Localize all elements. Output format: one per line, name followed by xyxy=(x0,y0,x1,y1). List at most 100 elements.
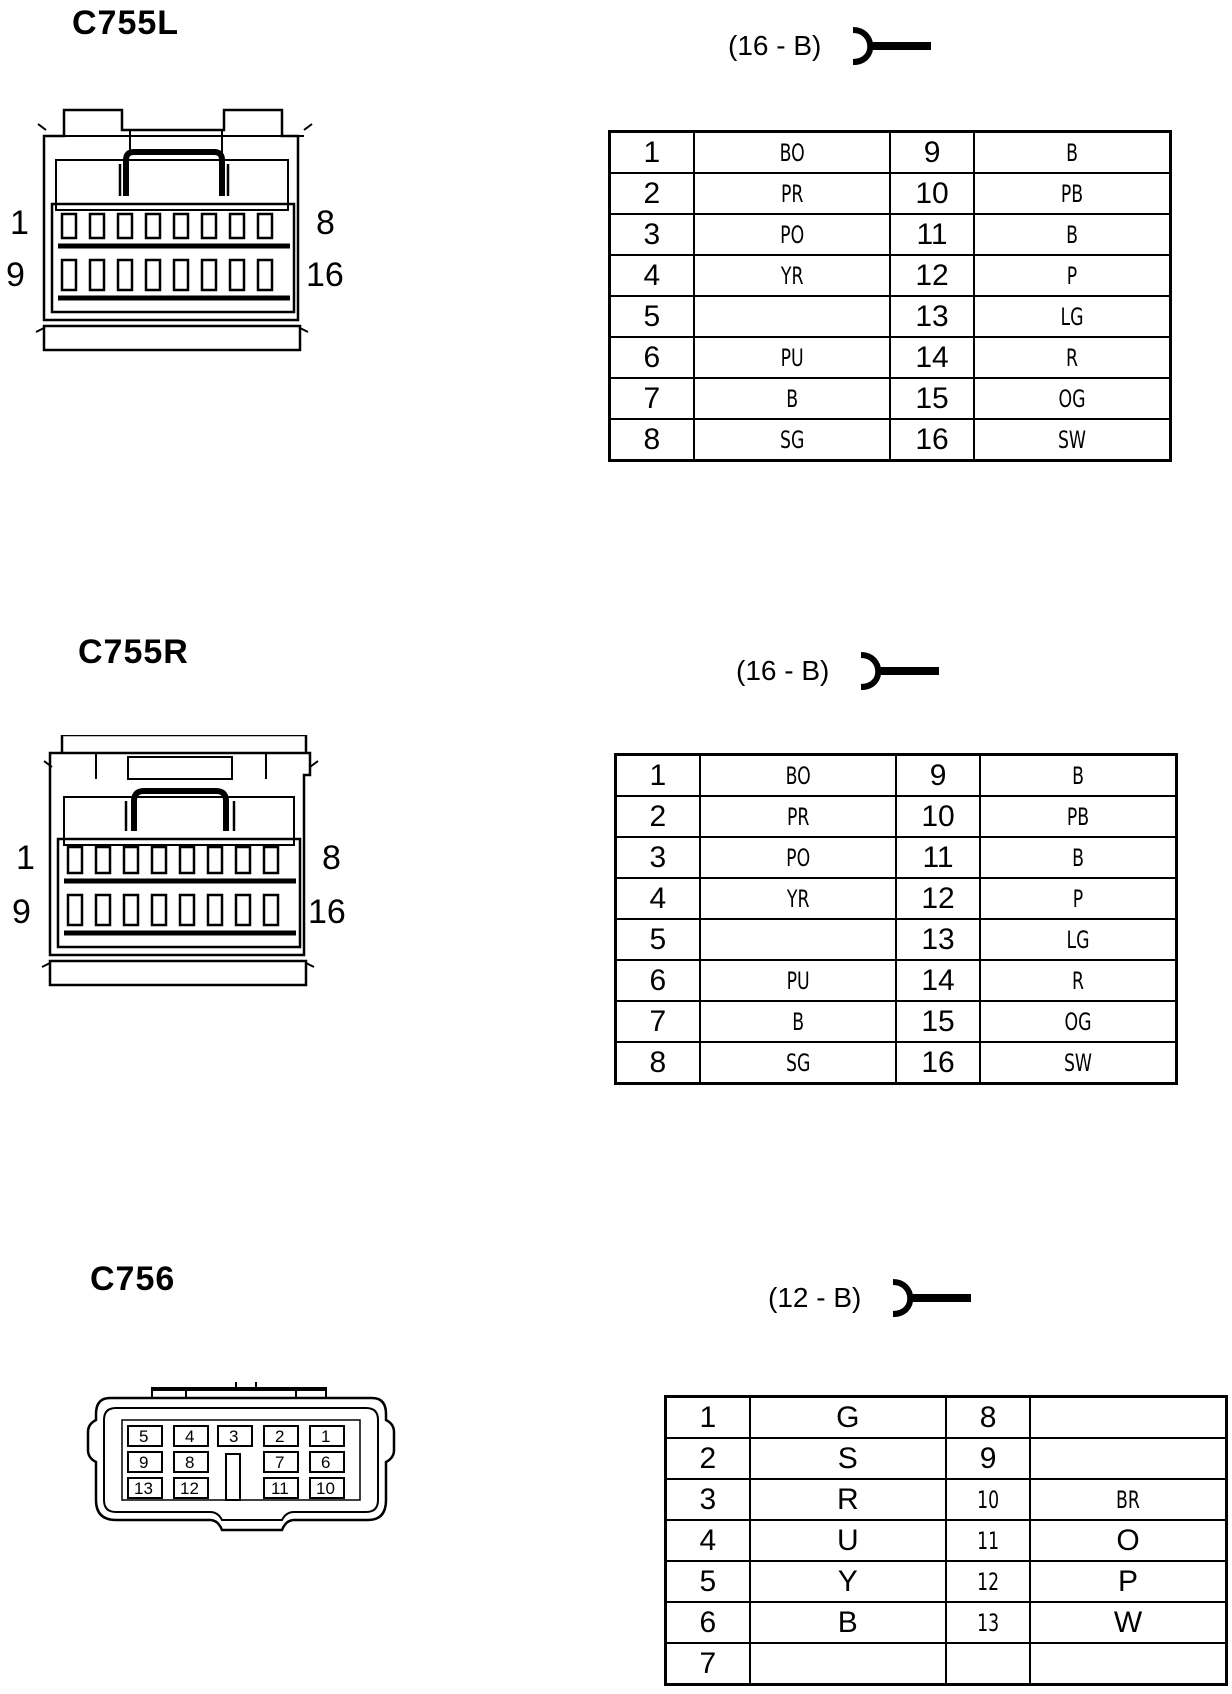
cavity-label: 1 xyxy=(321,1427,330,1446)
pin-number: 7 xyxy=(664,1642,751,1686)
pin-number: 7 xyxy=(614,1000,701,1043)
connector-c756-section: C756 (12 - B) 5 4 3 2 1 9 8 7 6 xyxy=(0,1250,1232,1694)
connector-plug-icon xyxy=(860,652,940,690)
cavity-label: 2 xyxy=(275,1427,284,1446)
connector-c755r-section: C755R (16 - B) xyxy=(0,625,1232,1125)
cavity-label: 10 xyxy=(316,1479,335,1498)
table-row: 7 xyxy=(664,1642,1228,1686)
pin-number: 10 xyxy=(953,1478,1023,1521)
wire-color: B xyxy=(998,753,1158,797)
wire-color: P xyxy=(1029,1560,1228,1603)
pin-number: 16 xyxy=(888,418,976,462)
pin-label-bottom-right: 16 xyxy=(306,256,344,294)
wire-color xyxy=(748,1642,947,1686)
pin-number: 15 xyxy=(888,377,976,420)
pin-number: 11 xyxy=(894,836,982,879)
wire-color: BO xyxy=(718,753,878,797)
pin-number: 11 xyxy=(888,213,976,256)
wire-color: R xyxy=(998,959,1158,1002)
pin-number: 3 xyxy=(614,836,701,879)
cavity-label: 6 xyxy=(321,1453,330,1472)
pin-number: 1 xyxy=(608,130,695,174)
wire-color: B xyxy=(998,836,1158,879)
wire-color: B xyxy=(992,130,1152,174)
wire-color: S xyxy=(748,1437,947,1480)
connector-c755l-section: C755L (16 - B) xyxy=(0,0,1232,560)
pin-number: 5 xyxy=(608,295,695,338)
connector-plug-icon xyxy=(892,1279,972,1317)
wire-color: R xyxy=(748,1478,947,1521)
pin-number: 13 xyxy=(953,1601,1023,1644)
cavity-label: 3 xyxy=(229,1427,238,1446)
pin-number: 8 xyxy=(614,1041,701,1085)
wire-color xyxy=(1029,1437,1228,1480)
connector-face-diagram: 1 8 9 16 xyxy=(12,735,346,987)
wire-color: PU xyxy=(712,336,872,379)
wire-color: U xyxy=(748,1519,947,1562)
pin-number: 4 xyxy=(608,254,695,297)
cavity-label: 5 xyxy=(139,1427,148,1446)
pin-label-top-right: 8 xyxy=(316,204,335,242)
connector-name: C755R xyxy=(78,633,189,671)
pin-number: 4 xyxy=(664,1519,751,1562)
pin-label-top-right: 8 xyxy=(322,839,341,877)
wire-color: SG xyxy=(712,418,872,462)
pin-number: 8 xyxy=(944,1395,1032,1439)
connector-name: C756 xyxy=(90,1260,176,1298)
pin-number: 5 xyxy=(614,918,701,961)
pin-number: 14 xyxy=(894,959,982,1002)
cavity-label: 12 xyxy=(180,1479,199,1498)
pin-number: 8 xyxy=(608,418,695,462)
connector-plug-icon xyxy=(852,27,932,65)
pin-number: 6 xyxy=(614,959,701,1002)
wire-color: PR xyxy=(718,795,878,838)
wire-color: YR xyxy=(712,254,872,297)
cavity-label: 4 xyxy=(185,1427,194,1446)
wire-color: B xyxy=(718,1000,878,1043)
wire-color: PB xyxy=(992,172,1152,215)
connector-face-diagram: 1 8 9 16 xyxy=(6,108,344,352)
connector-spec-label: (16 - B) xyxy=(736,655,830,686)
connector-name: C755L xyxy=(72,4,180,42)
pin-number: 5 xyxy=(664,1560,751,1603)
wire-color: W xyxy=(1029,1601,1228,1644)
wire-color xyxy=(1029,1395,1228,1439)
cavity-label: 7 xyxy=(275,1453,284,1472)
cavity-label: 8 xyxy=(185,1453,194,1472)
wire-color: YR xyxy=(718,877,878,920)
wire-color: LG xyxy=(998,918,1158,961)
pin-number: 9 xyxy=(894,753,982,797)
connector-spec: (16 - B) xyxy=(736,649,941,693)
wire-color: PO xyxy=(712,213,872,256)
pin-number: 4 xyxy=(614,877,701,920)
pin-number xyxy=(944,1642,1032,1686)
pin-label-top-left: 1 xyxy=(10,204,29,242)
wire-color: PU xyxy=(718,959,878,1002)
wire-color: SW xyxy=(992,418,1152,462)
cavity-label: 9 xyxy=(139,1453,148,1472)
wire-color: SW xyxy=(998,1041,1158,1085)
cavity-label: 13 xyxy=(134,1479,153,1498)
pin-number: 9 xyxy=(888,130,976,174)
pin-number: 1 xyxy=(614,753,701,797)
pin-label-bottom-right: 16 xyxy=(308,893,346,931)
wire-color xyxy=(712,295,872,338)
pin-label-top-left: 1 xyxy=(16,839,35,877)
pin-number: 11 xyxy=(953,1519,1023,1562)
connector-spec-label: (12 - B) xyxy=(768,1282,862,1313)
pin-number: 16 xyxy=(894,1041,982,1085)
wire-color: R xyxy=(992,336,1152,379)
